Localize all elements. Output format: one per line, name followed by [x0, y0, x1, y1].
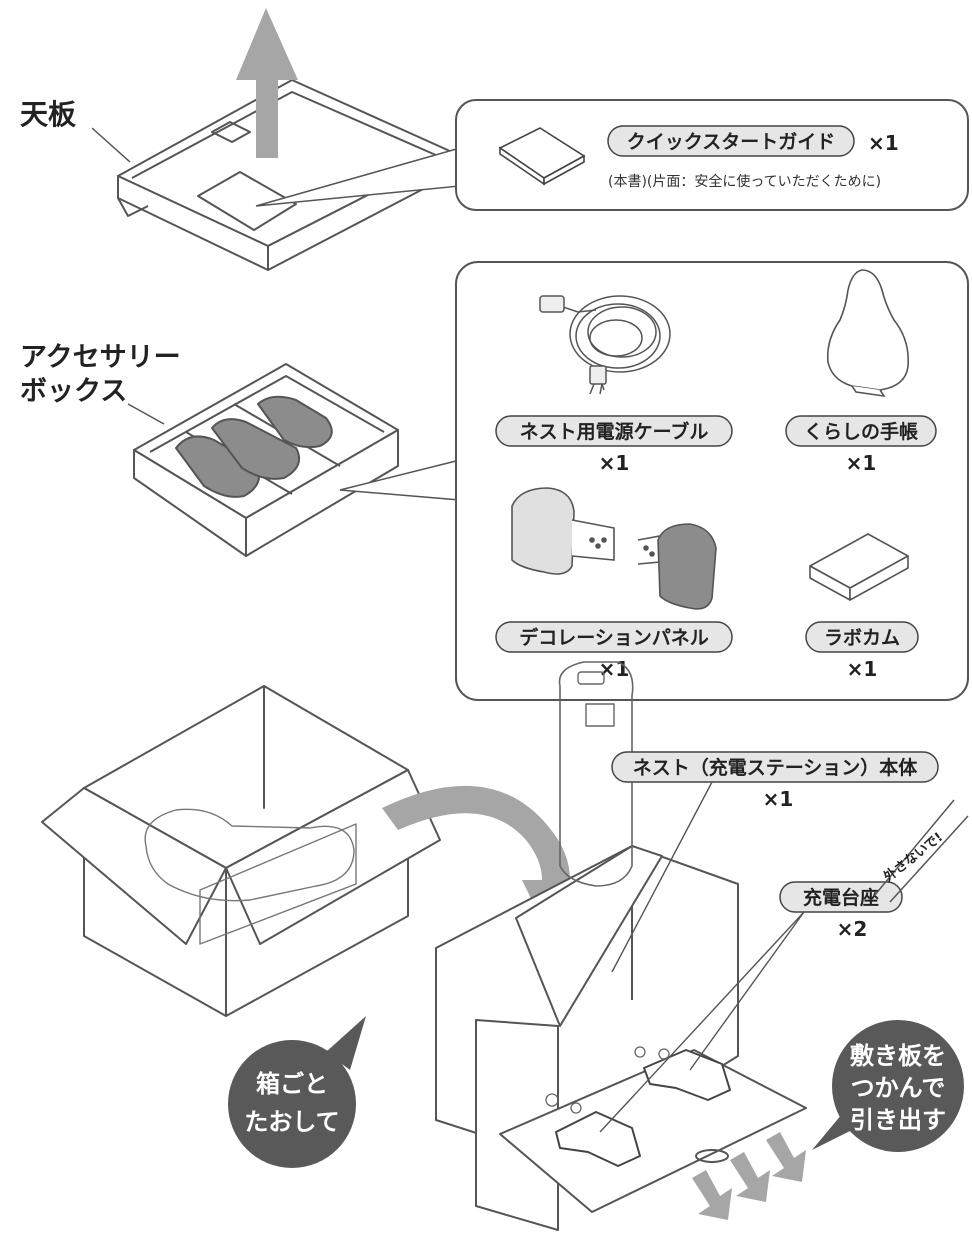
base-pill: 充電台座 — [803, 886, 879, 909]
tilted-box-illustration — [435, 661, 807, 1231]
notebook-icon — [826, 269, 910, 398]
booklet-icon — [498, 127, 586, 186]
item-name-notebook: くらしの手帳 — [804, 420, 918, 443]
decoration-panel-icon — [511, 487, 717, 610]
bubble-left-line2: たおして — [244, 1108, 339, 1136]
labo-cam-icon — [809, 533, 909, 601]
guide-note: (本書)(片面：安全に使っていただくために) — [608, 173, 881, 190]
accessory-callout: ネスト用電源ケーブル ×1 くらしの手帳 ×1 デコレーションパネル ×1 ラボ… — [339, 261, 969, 701]
bubble-pull-board: 敷き板を つかんで 引き出す — [812, 1020, 964, 1152]
bubble-tilt-box: 箱ごと たおして — [228, 1016, 366, 1168]
lid-label: 天板 — [20, 98, 76, 131]
item-qty-panel: ×1 — [599, 657, 630, 681]
base-qty: ×2 — [837, 917, 868, 941]
guide-callout: クイックスタートガイド ×1 (本書)(片面：安全に使っていただくために) — [255, 99, 969, 211]
accessory-label-line2: ボックス — [20, 376, 127, 407]
lift-arrow — [236, 8, 298, 158]
guide-pill: クイックスタートガイド — [627, 131, 835, 153]
bubble-left-line1: 箱ごと — [256, 1070, 328, 1098]
item-name-cable: ネスト用電源ケーブル — [520, 420, 709, 443]
outer-box-illustration — [41, 685, 441, 1017]
nest-pill: ネスト（充電ステーション）本体 — [633, 756, 919, 779]
bubble-right-line1: 敷き板を — [850, 1042, 946, 1070]
pull-arrows — [692, 1132, 806, 1220]
item-name-cam: ラボカム — [824, 627, 900, 649]
accessory-label-line1: アクセサリー — [20, 342, 181, 373]
nest-qty: ×1 — [763, 787, 794, 811]
item-qty-cable: ×1 — [599, 451, 630, 475]
item-qty-cam: ×1 — [847, 657, 878, 681]
bubble-right-line2: つかんで — [851, 1074, 946, 1102]
bubble-right-line3: 引き出す — [850, 1106, 946, 1134]
power-cable-icon — [539, 295, 671, 395]
item-qty-notebook: ×1 — [846, 451, 877, 475]
accessory-box-illustration — [133, 363, 399, 557]
guide-qty: ×1 — [868, 131, 899, 155]
item-name-panel: デコレーションパネル — [519, 626, 709, 649]
